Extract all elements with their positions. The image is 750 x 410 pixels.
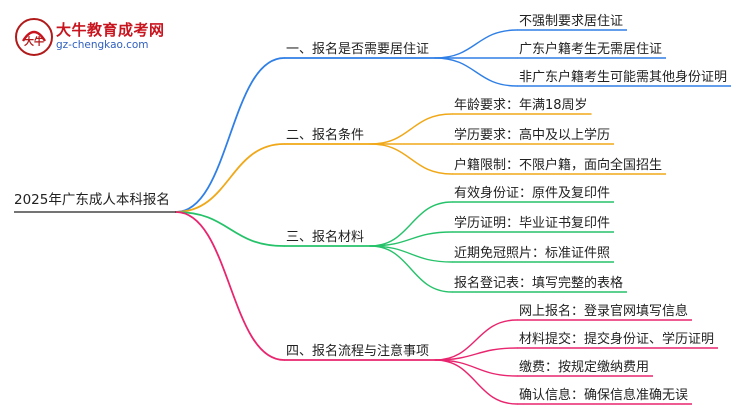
logo-url: gz-chengkao.com xyxy=(56,39,149,51)
leaf-node: 学历要求：高中及以上学历 xyxy=(454,127,610,143)
leaf-curve-3-2 xyxy=(369,231,453,247)
root-node: 2025年广东成人本科报名 xyxy=(14,192,170,208)
leaf-node: 不强制要求居住证 xyxy=(519,14,623,29)
leaf-curve-1-3 xyxy=(434,57,518,87)
branch-curve-4 xyxy=(174,211,285,361)
connector-curves xyxy=(174,29,518,405)
leaf-curve-2-3 xyxy=(369,143,453,175)
branch-curve-3 xyxy=(174,211,285,247)
leaf-curve-2-1 xyxy=(369,113,453,145)
node-labels: 2025年广东成人本科报名 一、报名是否需要居住证 不强制要求居住证广东户籍考生无需… xyxy=(14,14,727,403)
leaf-curve-4-4 xyxy=(434,359,518,405)
branch-node-2: 二、报名条件 xyxy=(286,127,364,143)
leaf-node: 网上报名：登录官网填写信息 xyxy=(519,303,688,319)
leaf-node: 近期免冠照片：标准证件照 xyxy=(454,246,610,261)
node-underlines xyxy=(14,29,732,405)
leaf-curve-3-4 xyxy=(369,245,453,293)
leaf-node: 非广东户籍考生可能需其他身份证明 xyxy=(519,69,727,85)
leaf-node: 户籍限制：不限户籍，面向全国招生 xyxy=(454,157,662,173)
leaf-node: 材料提交：提交身份证、学历证明 xyxy=(519,331,714,347)
leaf-curve-3-1 xyxy=(369,201,453,247)
leaf-node: 报名登记表：填写完整的表格 xyxy=(454,275,623,291)
leaf-node: 学历证明：毕业证书复印件 xyxy=(454,215,610,231)
branch-node-3: 三、报名材料 xyxy=(286,229,364,245)
branch-curve-2 xyxy=(174,143,285,213)
leaf-node: 广东户籍考生无需居住证 xyxy=(519,41,662,57)
leaf-curve-3-3 xyxy=(369,245,453,263)
logo-mark-text: 大牛 xyxy=(24,35,44,48)
leaf-node: 年龄要求：年满18周岁 xyxy=(454,98,588,113)
logo-name: 大牛教育成考网 xyxy=(56,21,165,39)
branch-node-1: 一、报名是否需要居住证 xyxy=(286,41,429,57)
leaf-node: 缴费：按规定缴纳费用 xyxy=(519,360,649,375)
logo-mark-icon: 大牛 xyxy=(15,18,53,56)
branch-curve-1 xyxy=(174,57,285,213)
leaf-node: 有效身份证：原件及复印件 xyxy=(454,185,610,201)
site-logo[interactable]: 大牛 大牛教育成考网 gz-chengkao.com xyxy=(14,17,204,57)
leaf-curve-4-3 xyxy=(434,359,518,377)
leaf-curve-4-2 xyxy=(434,347,518,361)
leaf-node: 确认信息：确保信息准确无误 xyxy=(519,387,688,403)
leaf-curve-1-1 xyxy=(434,29,518,59)
branch-node-4: 四、报名流程与注意事项 xyxy=(286,343,429,359)
leaf-curve-4-1 xyxy=(434,319,518,361)
